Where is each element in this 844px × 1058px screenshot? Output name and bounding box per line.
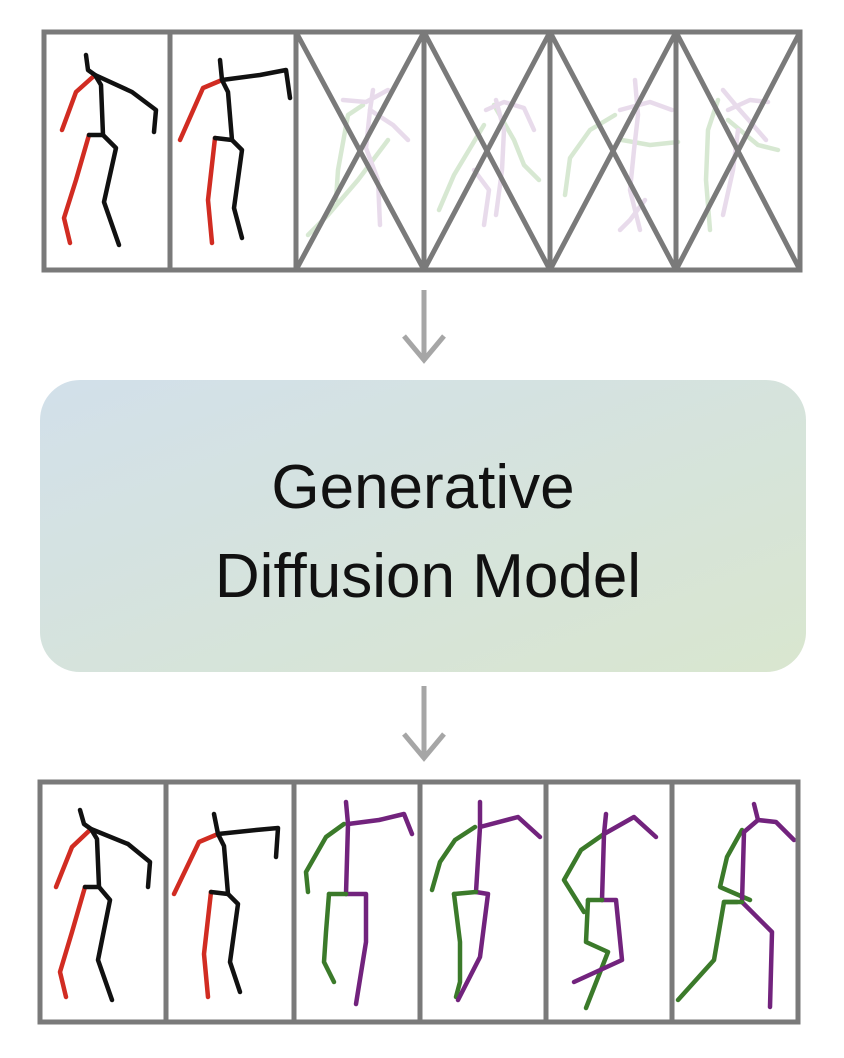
input-sequence: [41, 29, 803, 273]
input-frame-2-skeleton: [177, 57, 293, 246]
down-arrow-to-output: [402, 686, 446, 762]
output-frame-3-skeleton: [303, 799, 415, 1007]
output-frame-6-skeleton: [675, 801, 797, 1010]
masked-frame-crosses: [293, 29, 803, 273]
output-frame-4-skeleton: [429, 799, 543, 1003]
down-arrow-to-model: [402, 290, 446, 364]
output-frame-2-skeleton: [171, 811, 281, 1000]
output-frame-5-skeleton: [561, 811, 659, 1011]
input-frame-4-ghost-skeleton: [436, 97, 542, 228]
input-frame-1-skeleton: [59, 52, 159, 248]
input-frame-borders: [41, 29, 803, 273]
output-frame-borders: [37, 779, 801, 1025]
output-frame-1-skeleton: [53, 807, 153, 1003]
model-label-line-2: Diffusion Model: [215, 542, 641, 611]
output-sequence: [37, 779, 801, 1025]
model-label-line-1: Generative: [271, 453, 574, 522]
generative-diffusion-model-box: Generative Diffusion Model: [40, 380, 806, 672]
